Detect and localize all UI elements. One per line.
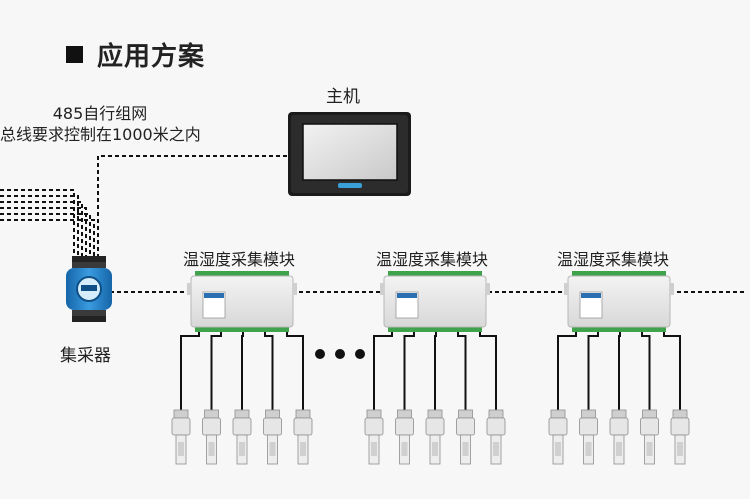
bus-line-to-host: [97, 155, 290, 258]
sensor-probe-1-1: [171, 332, 200, 465]
ellipsis-dots: [315, 349, 365, 359]
host-label: 主机: [326, 87, 360, 107]
section-title: 应用方案: [97, 42, 206, 72]
sensor-probe-1-3: [232, 332, 252, 465]
acquisition-module-1: [171, 271, 313, 465]
sensor-probe-3-5: [663, 332, 690, 465]
sensor-probe-1-2: [202, 332, 222, 465]
square-bullet-icon: [66, 46, 83, 63]
module-label-1: 温湿度采集模块: [183, 250, 296, 269]
sensor-probe-2-4: [456, 332, 475, 465]
sensor-probe-3-1: [548, 332, 577, 465]
sensor-probe-1-4: [263, 332, 282, 465]
bus-note-line-2: 总线要求控制在1000米之内: [0, 125, 201, 144]
sensor-probe-2-1: [364, 332, 393, 465]
modules-layer: [171, 271, 690, 465]
sensor-probe-3-3: [609, 332, 629, 465]
section-heading: 应用方案: [66, 36, 205, 73]
collector-label: 集采器: [60, 346, 111, 366]
module-label-2: 温湿度采集模块: [376, 250, 489, 269]
sensor-probe-3-2: [579, 332, 599, 465]
sensor-probe-2-3: [425, 332, 445, 465]
module-label-3: 温湿度采集模块: [557, 250, 670, 269]
sensor-probe-2-5: [479, 332, 506, 465]
acquisition-module-2: [364, 271, 506, 465]
sensor-probe-3-4: [640, 332, 659, 465]
sensor-probe-2-2: [395, 332, 415, 465]
acquisition-module-3: [548, 271, 690, 465]
host-touchscreen: [288, 112, 411, 196]
collector-device: [66, 256, 112, 322]
bus-note: 485自行组网 总线要求控制在1000米之内: [0, 103, 201, 145]
bus-lines-bundle: [0, 189, 95, 258]
bus-note-line-1: 485自行组网: [52, 104, 148, 123]
sensor-probe-1-5: [286, 332, 313, 465]
